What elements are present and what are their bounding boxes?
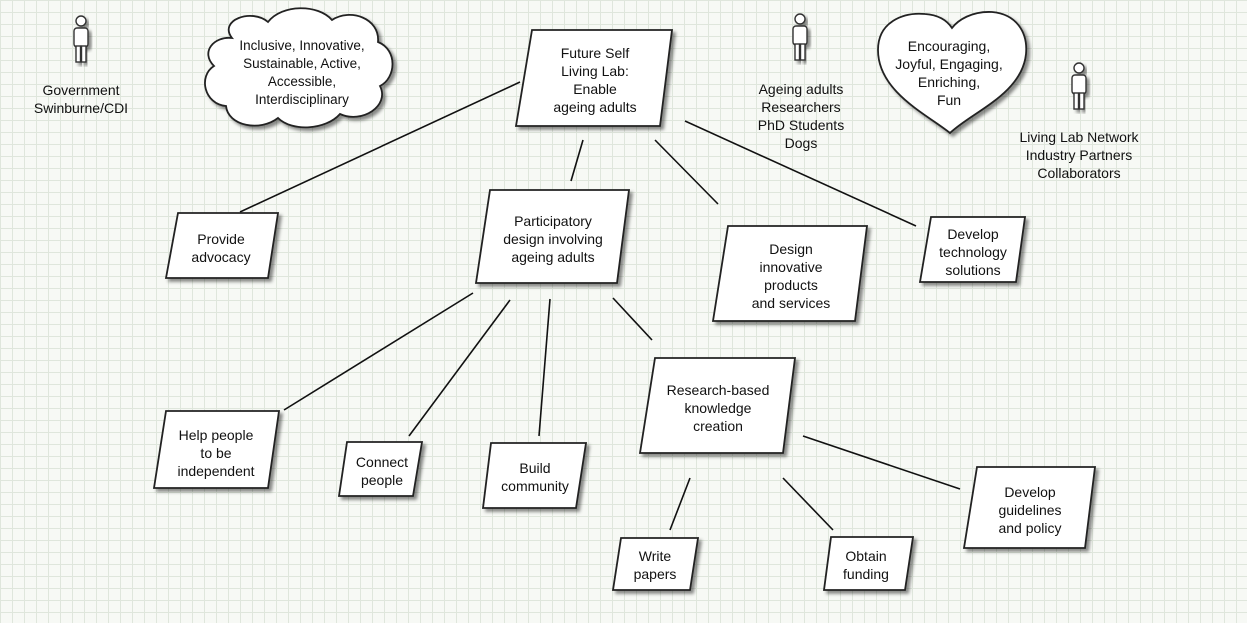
advocacy-box	[164, 212, 280, 279]
participatory-box	[474, 189, 631, 284]
research-box	[638, 357, 797, 454]
connectors	[239, 81, 961, 531]
tech-box	[918, 216, 1027, 283]
design-box	[711, 225, 869, 322]
papers-box	[611, 537, 700, 591]
link-center-advocacy	[239, 81, 521, 213]
link-participatory-research	[612, 297, 653, 341]
link-research-funding	[782, 477, 834, 531]
community-label: Build community	[501, 460, 569, 494]
connect-label: Connect people	[355, 454, 409, 488]
heart-label: Encouraging, Joyful, Engaging, Enriching…	[895, 38, 1003, 108]
independent-label: Help people to be independent	[177, 427, 255, 479]
design-label: Design innovative products and services	[751, 241, 831, 311]
link-center-participatory	[570, 139, 584, 182]
link-center-design	[654, 139, 719, 205]
values-heart	[877, 11, 1028, 135]
link-participatory-community	[538, 298, 551, 437]
advocacy-label: Provide advocacy	[191, 231, 251, 265]
values-cloud	[204, 7, 394, 129]
person-icon-network	[1071, 62, 1087, 110]
funding-box	[822, 536, 915, 591]
center-box	[514, 29, 674, 127]
link-research-guidelines	[802, 435, 961, 490]
guidelines-label: Develop guidelines and policy	[998, 484, 1062, 536]
actor-government-label: Government Swinburne/CDI	[33, 82, 129, 116]
person-icon-participants	[792, 13, 808, 61]
actor-participants-label: Ageing adults Researchers PhD Students D…	[757, 81, 845, 151]
cloud-label: Inclusive, Innovative, Sustainable, Acti…	[239, 38, 365, 107]
papers-label: Write papers	[633, 548, 677, 582]
actor-network-label: Living Lab Network Industry Partners Col…	[1019, 129, 1139, 181]
guidelines-box	[962, 466, 1097, 549]
connect-box	[337, 441, 424, 497]
research-label: Research-based knowledge creation	[666, 382, 770, 434]
link-participatory-connect	[408, 299, 511, 437]
link-center-tech	[684, 120, 917, 227]
independent-box	[152, 410, 281, 489]
funding-label: Obtain funding	[843, 548, 889, 582]
link-research-papers	[669, 477, 691, 531]
boxes	[152, 29, 1097, 591]
community-box	[481, 442, 588, 509]
participatory-label: Participatory design involving ageing ad…	[503, 213, 603, 265]
link-participatory-independent	[283, 292, 474, 411]
center-label: Future Self Living Lab: Enable ageing ad…	[553, 45, 637, 115]
tech-label: Develop technology solutions	[939, 226, 1007, 278]
person-icon-government	[73, 15, 89, 63]
